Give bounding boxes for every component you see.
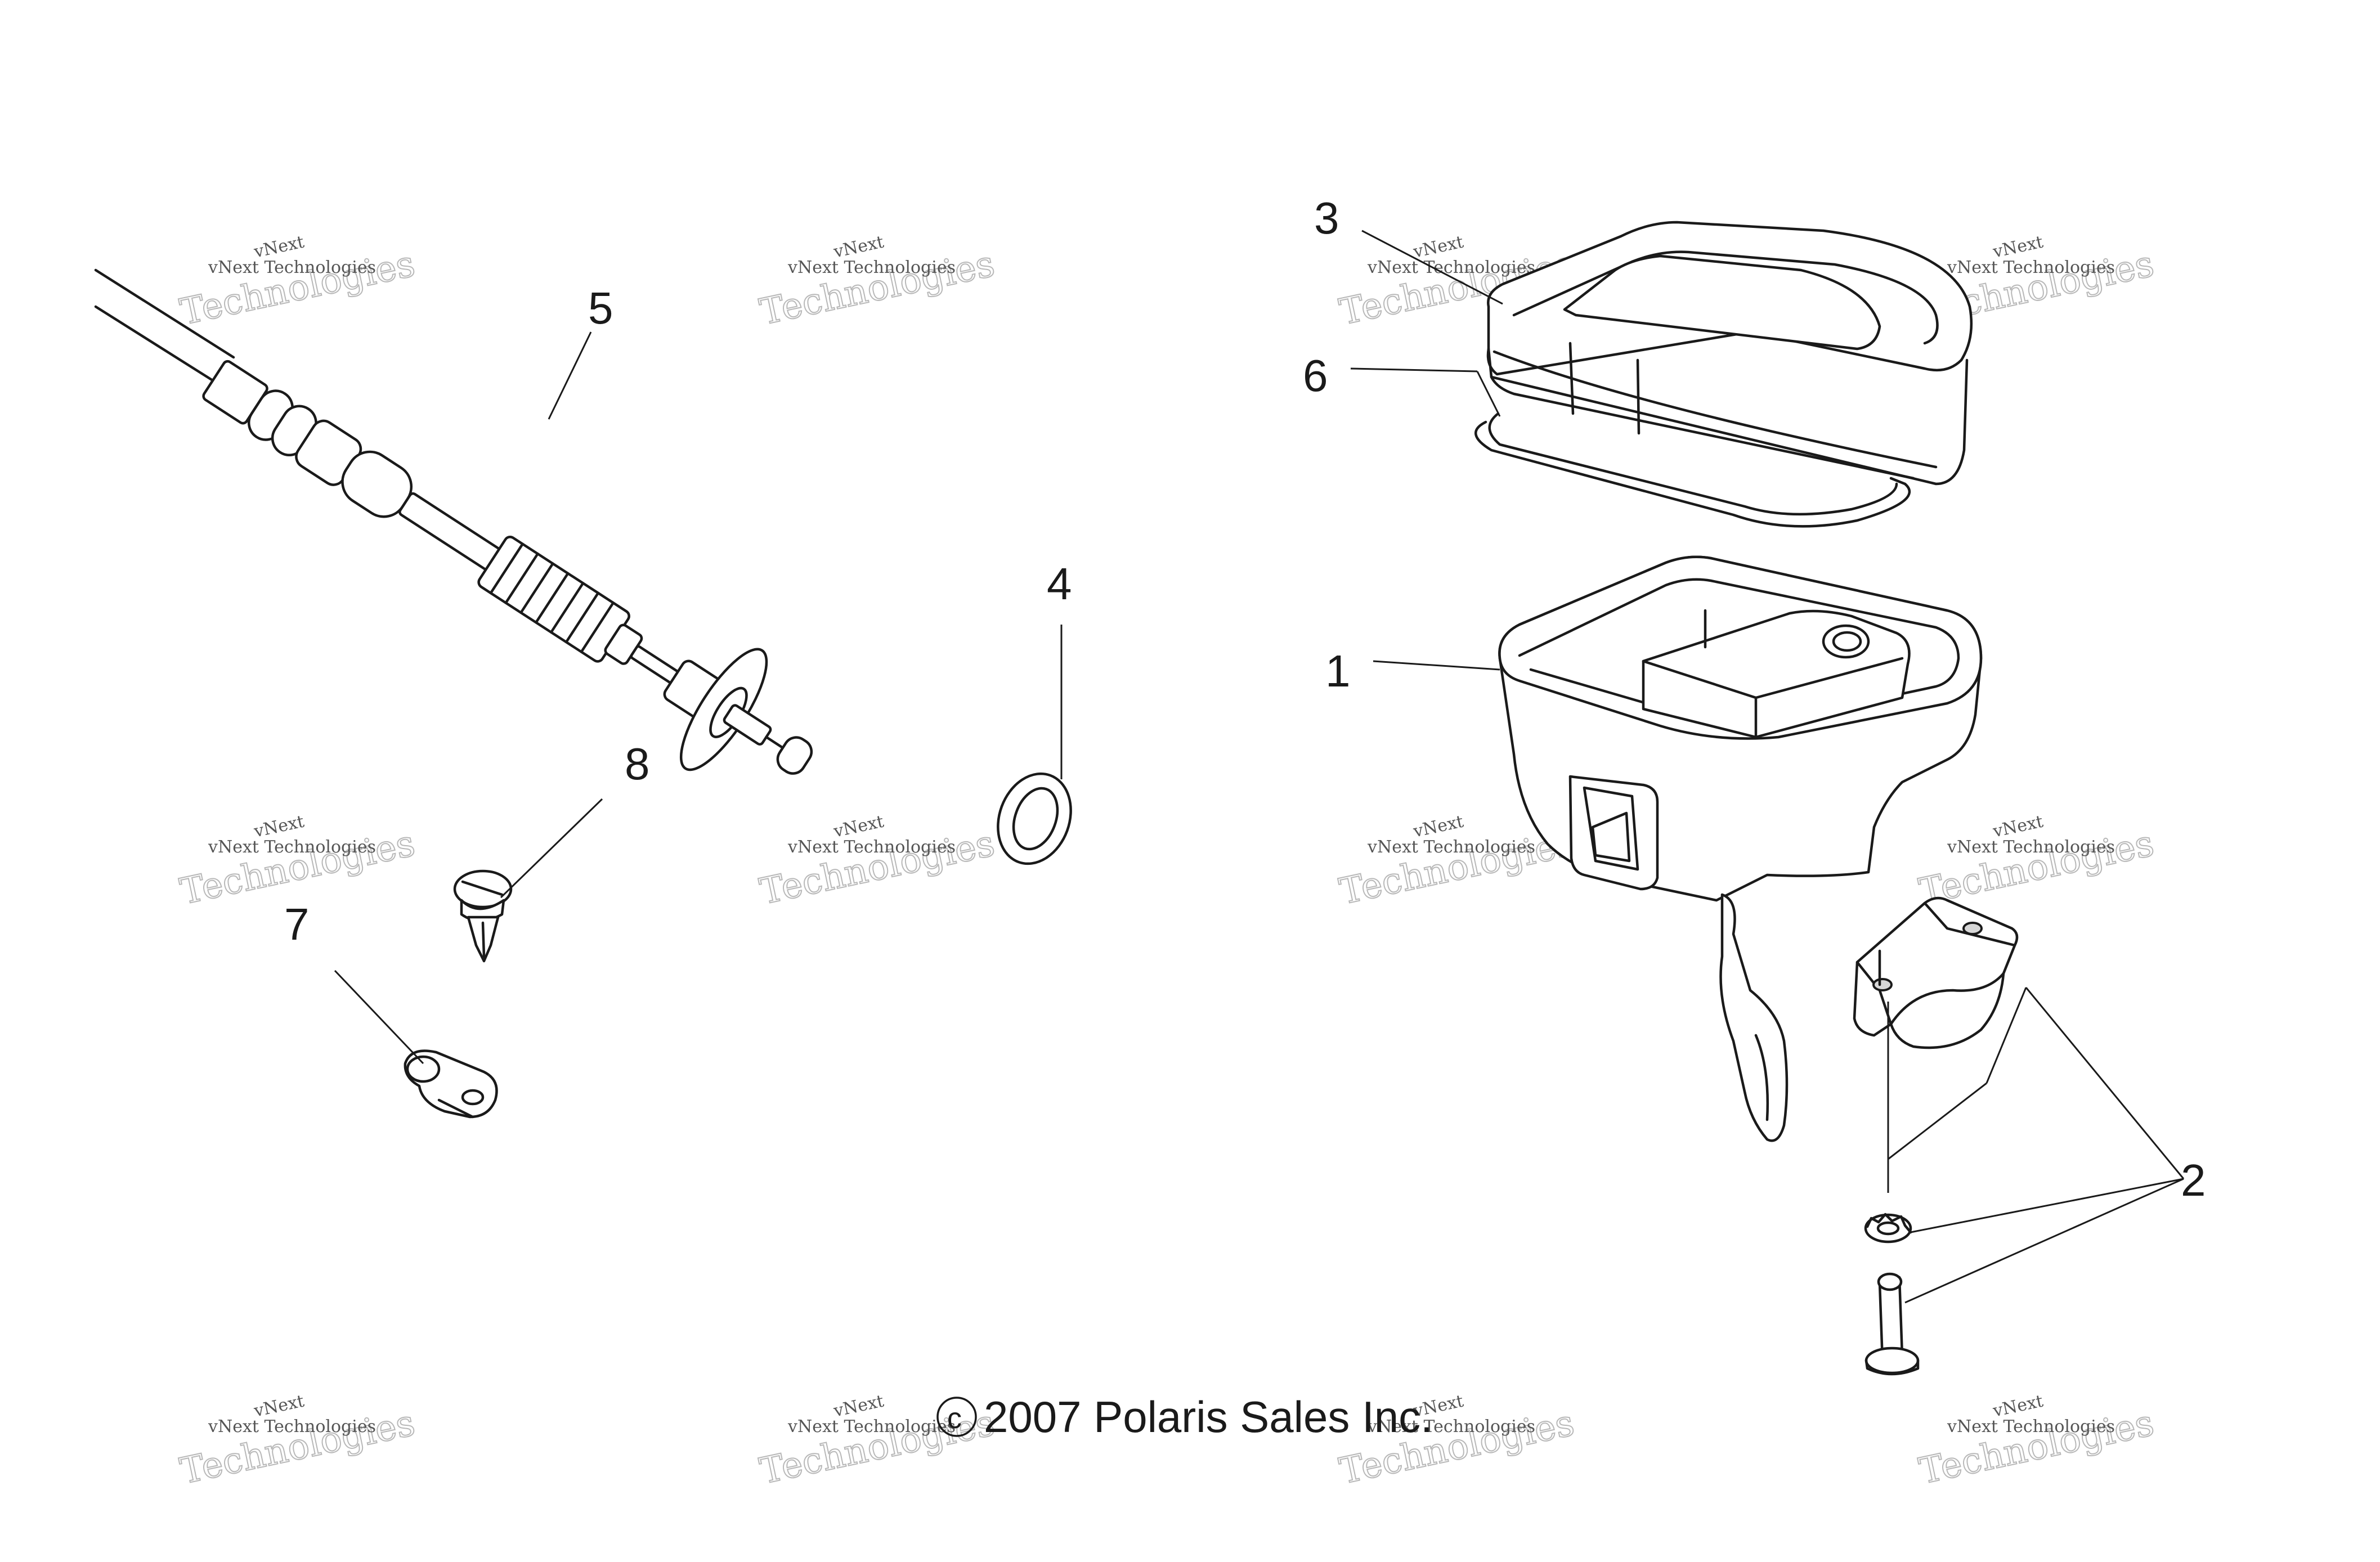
svg-text:Technologies: Technologies	[1916, 1402, 2158, 1492]
seal-ring	[997, 772, 1072, 865]
svg-text:Technologies: Technologies	[1916, 823, 2158, 913]
copyright-notice: c 2007 Polaris Sales Inc.	[936, 1392, 1433, 1442]
svg-text:Technologies: Technologies	[756, 243, 998, 333]
svg-text:vNext Technologies: vNext Technologies	[1367, 837, 1535, 857]
watermark: Technologies vNext vNext Technologies	[756, 1392, 999, 1493]
callout-8: 8	[625, 739, 650, 789]
watermark: Technologies vNext vNext Technologies	[1915, 1392, 2158, 1493]
copyright-symbol: c	[947, 1402, 962, 1435]
lock-washer	[1864, 1213, 1912, 1244]
callout-6: 6	[1303, 351, 1328, 401]
clamp-bolt	[1864, 1272, 1920, 1376]
throttle-cover	[1486, 221, 1973, 486]
cable-clamp	[404, 1049, 498, 1119]
svg-text:vNext Technologies: vNext Technologies	[787, 1417, 956, 1437]
watermark: Technologies vNext vNext Technologies	[756, 232, 999, 334]
watermark: Technologies vNext vNext Technologies	[756, 812, 999, 914]
cover-gasket	[1474, 412, 1911, 528]
leader-lines	[334, 230, 2185, 1304]
callout-7: 7	[284, 899, 310, 949]
callout-4: 4	[1047, 559, 1072, 609]
watermark: Technologies vNext vNext Technologies	[176, 1392, 419, 1493]
svg-text:vNext Technologies: vNext Technologies	[1947, 1417, 2115, 1437]
svg-text:vNext Technologies: vNext Technologies	[1367, 1417, 1535, 1437]
throttle-housing	[1498, 555, 1983, 1142]
svg-text:vNext Technologies: vNext Technologies	[208, 1417, 376, 1437]
svg-text:vNext Technologies: vNext Technologies	[1367, 258, 1535, 277]
svg-text:vNext Technologies: vNext Technologies	[1947, 258, 2115, 277]
svg-text:Technologies: Technologies	[177, 243, 419, 333]
svg-text:Technologies: Technologies	[756, 1402, 998, 1492]
svg-text:vNext Technologies: vNext Technologies	[787, 258, 956, 277]
watermark: Technologies vNext vNext Technologies	[1915, 812, 2158, 914]
watermark: Technologies vNext vNext Technologies	[176, 812, 419, 914]
throttle-cable	[94, 268, 813, 775]
watermark: Technologies vNext vNext Technologies	[176, 232, 419, 334]
copyright-text: 2007 Polaris Sales Inc.	[984, 1392, 1433, 1442]
svg-text:Technologies: Technologies	[756, 823, 998, 913]
svg-text:vNext Technologies: vNext Technologies	[1947, 837, 2115, 857]
svg-text:vNext Technologies: vNext Technologies	[208, 837, 376, 857]
push-rivet	[453, 869, 513, 963]
svg-text:vNext Technologies: vNext Technologies	[787, 837, 956, 857]
svg-text:vNext Technologies: vNext Technologies	[208, 258, 376, 277]
callout-5: 5	[588, 283, 613, 333]
callout-1: 1	[1325, 646, 1351, 696]
handlebar-clamp	[1853, 896, 2019, 1049]
svg-text:Technologies: Technologies	[177, 1402, 419, 1492]
callout-3: 3	[1314, 193, 1339, 243]
callout-2: 2	[2181, 1155, 2206, 1205]
